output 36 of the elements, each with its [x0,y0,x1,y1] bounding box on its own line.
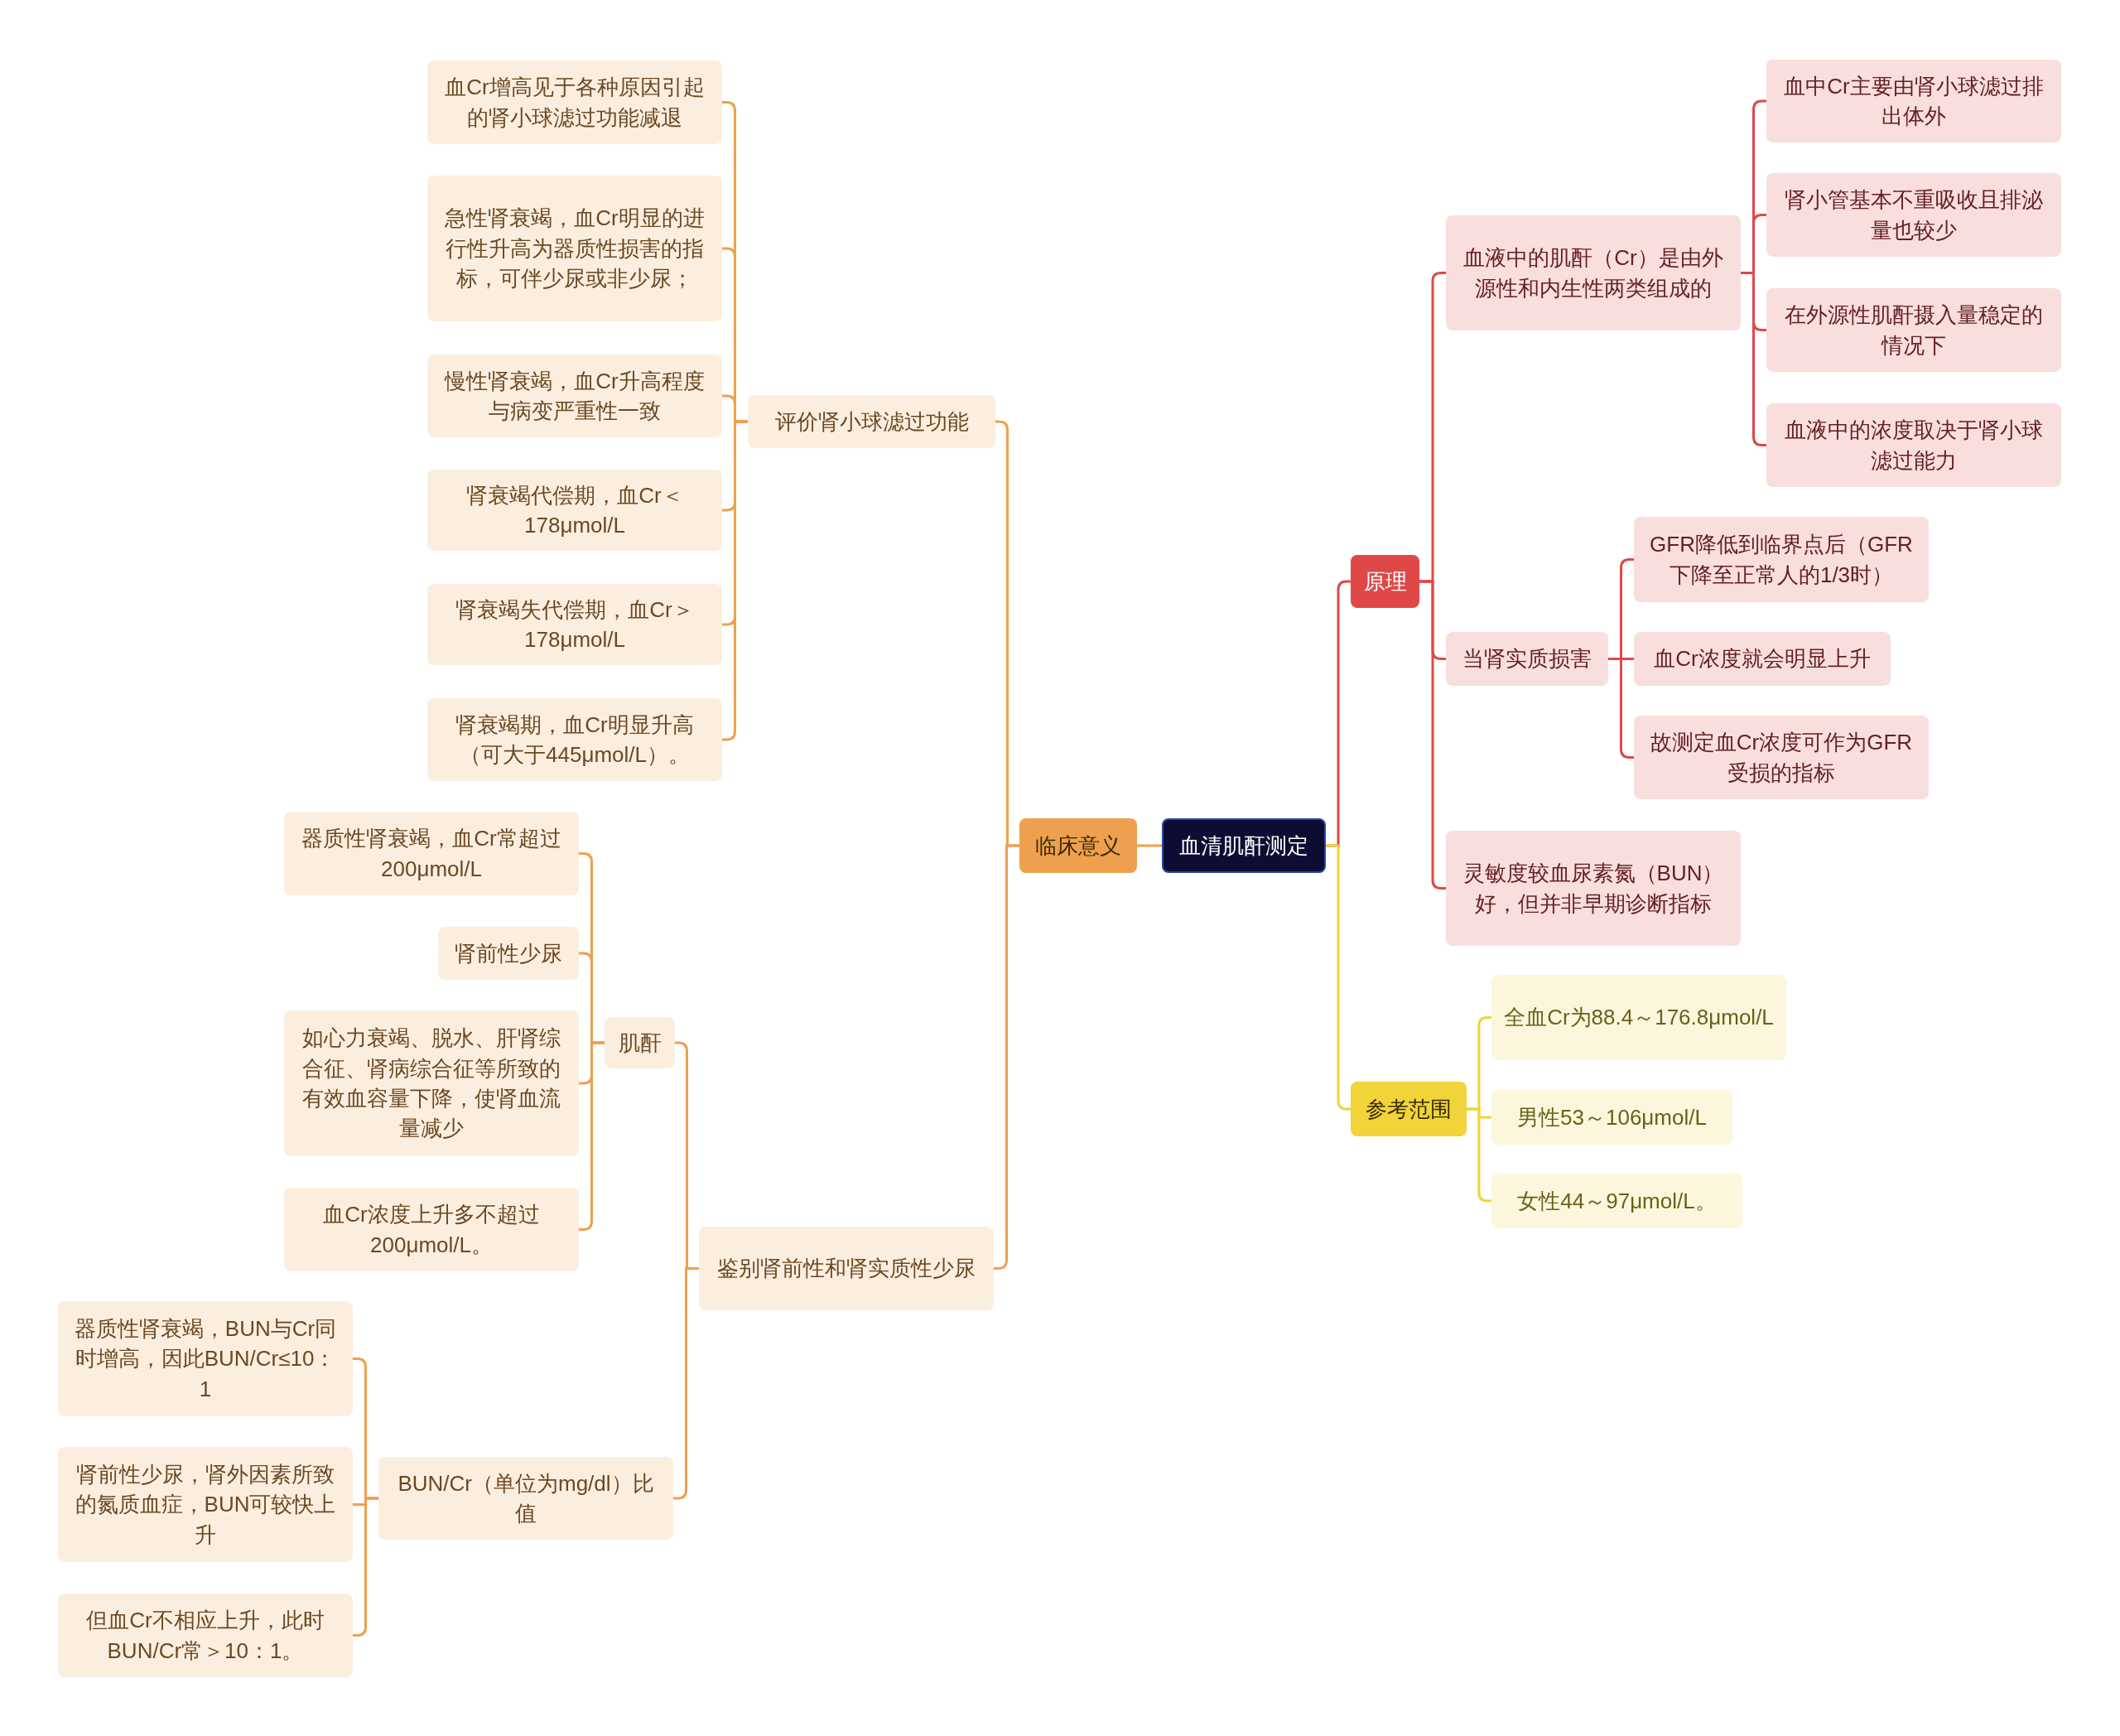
subtopic: 灵敏度较血尿素氮（BUN）好，但并非早期诊断指标 [1446,831,1741,946]
subtopic: 肌酐 [605,1017,675,1068]
subtopic: 急性肾衰竭，血Cr明显的进行性升高为器质性损害的指标，可伴少尿或非少尿； [427,176,722,321]
subtopic: 当肾实质损害 [1446,632,1608,686]
subtopic: 肾前性少尿，肾外因素所致的氮质血症，BUN可较快上升 [58,1447,353,1562]
connector [1419,580,1446,890]
subtopic: 在外源性肌酐摄入量稳定的情况下 [1766,288,2061,372]
subtopic: GFR降低到临界点后（GFR下降至正常人的1/3时） [1634,517,1929,602]
subtopic: 但血Cr不相应上升，此时BUN/Cr常＞10：1。 [58,1594,353,1677]
subtopic: 器质性肾衰竭，血Cr常超过200μmol/L [284,812,579,895]
subtopic: 肾衰竭代偿期，血Cr＜178μmol/L [427,470,722,551]
subtopic: 女性44～97μmol/L。 [1491,1174,1742,1228]
subtopic: 血液中的肌酐（Cr）是由外源性和内生性两类组成的 [1446,215,1741,330]
subtopic: BUN/Cr（单位为mg/dl）比值 [378,1457,673,1540]
connector [1137,844,1162,847]
subtopic: 血中Cr主要由肾小球滤过排出体外 [1766,60,2061,142]
subtopic: 如心力衰竭、脱水、肝肾综合征、肾病综合征等所致的有效血容量下降，使肾血流量减少 [284,1010,579,1156]
branch-topic: 临床意义 [1019,818,1137,873]
subtopic: 故测定血Cr浓度可作为GFR受损的指标 [1634,716,1929,799]
subtopic: 慢性肾衰竭，血Cr升高程度与病变严重性一致 [427,354,722,437]
subtopic: 肾衰竭期，血Cr明显升高（可大于445μmol/L）。 [427,698,722,781]
subtopic: 评价肾小球滤过功能 [748,395,995,448]
subtopic: 男性53～106μmol/L [1491,1090,1732,1145]
subtopic: 器质性肾衰竭，BUN与Cr同时增高，因此BUN/Cr≤10：1 [58,1301,353,1416]
subtopic: 血Cr浓度就会明显上升 [1634,632,1891,686]
subtopic: 肾前性少尿 [438,927,579,980]
branch-topic: 原理 [1351,555,1419,608]
branch-topic: 参考范围 [1351,1082,1467,1136]
subtopic: 血Cr浓度上升多不超过200μmol/L。 [284,1188,579,1271]
subtopic: 肾衰竭失代偿期，血Cr＞178μmol/L [427,584,722,665]
root-topic: 血清肌酐测定 [1162,818,1326,873]
subtopic: 鉴别肾前性和肾实质性少尿 [699,1227,994,1310]
subtopic: 肾小管基本不重吸收且排泌量也较少 [1766,173,2061,257]
subtopic: 血Cr增高见于各种原因引起的肾小球滤过功能减退 [427,60,722,144]
subtopic: 全血Cr为88.4～176.8μmol/L [1491,975,1786,1060]
subtopic: 血液中的浓度取决于肾小球滤过能力 [1766,403,2061,487]
